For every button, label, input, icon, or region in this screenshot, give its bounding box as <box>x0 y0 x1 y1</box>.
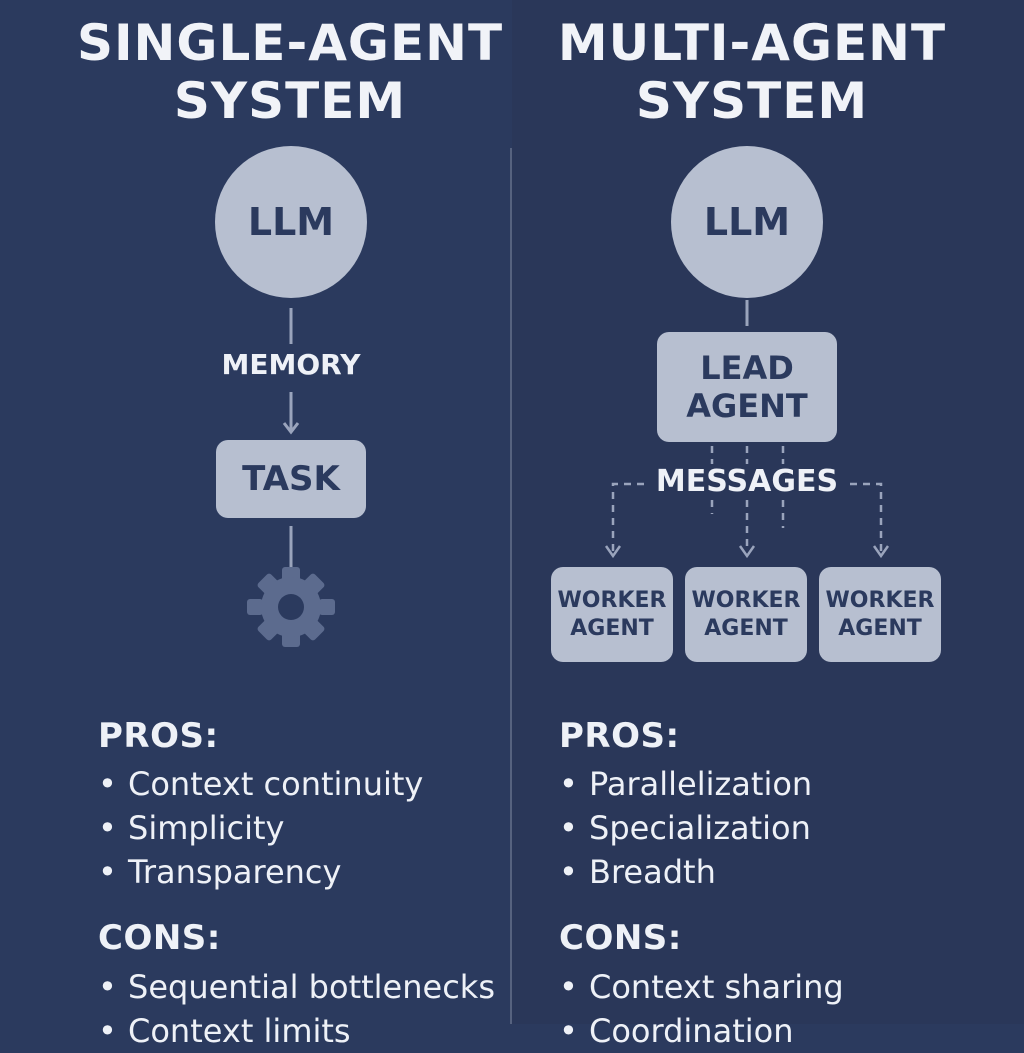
multi-cons-heading: CONS: <box>559 918 682 958</box>
worker-agent-node-3: WORKER AGENT <box>819 567 941 662</box>
lead-agent-label-line1: LEAD <box>700 349 794 387</box>
list-item: •Context sharing <box>559 968 844 1006</box>
single-pros-list: •Context continuity •Simplicity •Transpa… <box>98 762 423 894</box>
worker-agent-node-2: WORKER AGENT <box>685 567 807 662</box>
multi-agent-title-line2: SYSTEM <box>635 72 869 130</box>
worker-agent-label-line1: WORKER <box>557 587 667 613</box>
worker-agent-label-line2: AGENT <box>570 615 654 641</box>
worker-agent-label-line2: AGENT <box>838 615 922 641</box>
multi-llm-node: LLM <box>671 146 823 298</box>
lead-agent-node: LEAD AGENT <box>657 332 837 442</box>
single-llm-node: LLM <box>215 146 367 298</box>
memory-label: MEMORY <box>221 348 361 381</box>
multi-agent-title-line1: MULTI-AGENT <box>557 14 947 72</box>
single-cons-list: •Sequential bottlenecks •Context limits <box>98 965 495 1053</box>
list-item: •Simplicity <box>98 809 285 847</box>
list-item: •Sequential bottlenecks <box>98 968 495 1006</box>
multi-pros-heading: PROS: <box>559 716 680 756</box>
list-item: •Breadth <box>559 853 716 891</box>
single-agent-title: SINGLE-AGENT SYSTEM <box>40 14 540 130</box>
single-agent-title-line1: SINGLE-AGENT <box>76 14 504 72</box>
gear-icon <box>247 567 335 647</box>
messages-label: MESSAGES <box>655 464 839 499</box>
worker-agent-label-line1: WORKER <box>825 587 935 613</box>
lead-agent-label-line2: AGENT <box>686 387 808 425</box>
list-item: •Specialization <box>559 809 811 847</box>
multi-cons-list: •Context sharing •Coordination <box>559 965 844 1053</box>
task-node: TASK <box>216 440 366 518</box>
single-agent-title-line2: SYSTEM <box>173 72 407 130</box>
list-item: •Transparency <box>98 853 342 891</box>
single-cons-heading: CONS: <box>98 918 221 958</box>
multi-pros-list: •Parallelization •Specialization •Breadt… <box>559 762 812 894</box>
single-llm-label: LLM <box>247 200 335 244</box>
task-label: TASK <box>242 459 340 499</box>
worker-agent-node-1: WORKER AGENT <box>551 567 673 662</box>
worker-agent-label-line2: AGENT <box>704 615 788 641</box>
multi-llm-label: LLM <box>703 200 791 244</box>
column-divider <box>510 148 512 1024</box>
list-item: •Context continuity <box>98 765 424 803</box>
connector-lines <box>282 300 890 570</box>
multi-agent-title: MULTI-AGENT SYSTEM <box>502 14 1002 130</box>
worker-agent-label-line1: WORKER <box>691 587 801 613</box>
list-item: •Context limits <box>98 1012 351 1050</box>
list-item: •Coordination <box>559 1012 794 1050</box>
list-item: •Parallelization <box>559 765 813 803</box>
single-pros-heading: PROS: <box>98 716 219 756</box>
